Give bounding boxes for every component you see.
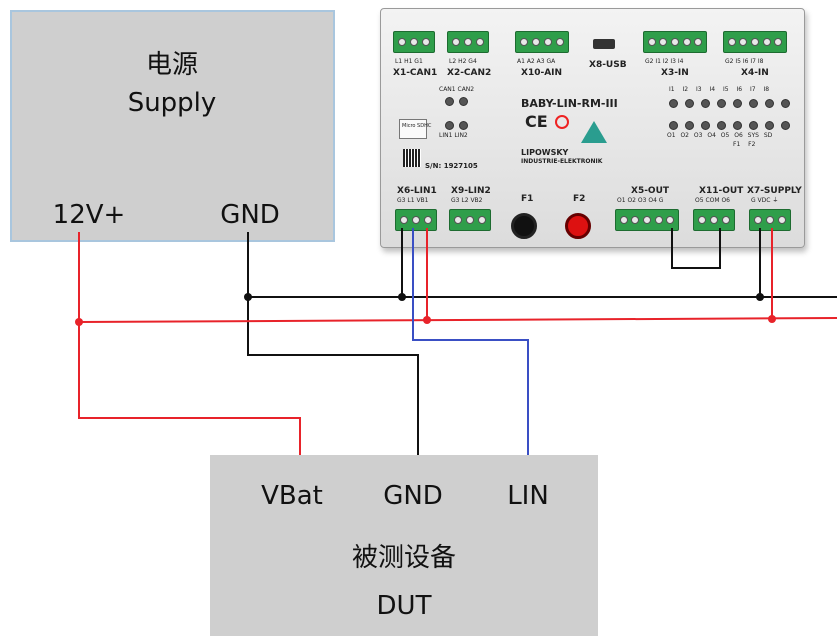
brand-name: LIPOWSKY [521, 148, 569, 157]
in-led [685, 99, 694, 108]
connector-x9-lin2 [449, 209, 491, 231]
input-led-labels: I1 I2 I3 I4 I5 I6 I7 I8 [669, 86, 770, 93]
x2-label: X2-CAN2 [447, 68, 492, 78]
lipowsky-logo-icon [581, 121, 607, 143]
x6-pins: G3 L1 VB1 [397, 197, 429, 204]
junction-dot [398, 293, 406, 301]
x1-label: X1-CAN1 [393, 68, 438, 78]
junction-dot [423, 316, 431, 324]
x6-label: X6-LIN1 [397, 186, 437, 196]
in-led [765, 99, 774, 108]
can2-led [459, 97, 468, 106]
x1-pins: L1 H1 G1 [395, 58, 423, 65]
x9-label: X9-LIN2 [451, 186, 491, 196]
lin1-led [445, 121, 454, 130]
x4-label: X4-IN [741, 68, 769, 78]
power-supply-box: 电源 Supply 12V+ GND [10, 10, 335, 242]
x10-pins: A1 A2 A3 GA [517, 58, 556, 65]
fuse-f2-icon [565, 213, 591, 239]
qr-code-icon [403, 149, 421, 167]
x7-label: X7-SUPPLY [747, 186, 802, 196]
supply-name-cn: 电源 [145, 50, 199, 80]
dut-pin-gnd: GND [383, 481, 443, 511]
ce-mark-icon: C​E [525, 112, 548, 131]
connector-x6-lin1 [395, 209, 437, 231]
x8-label: X8-USB [589, 60, 627, 70]
power-wire-supply [78, 232, 301, 455]
out-led [765, 121, 774, 130]
fuse-led-labels: F1 F2 [733, 141, 756, 148]
connector-x7-supply [749, 209, 791, 231]
fuse-f1-icon [511, 213, 537, 239]
fuse2-label: F2 [573, 194, 586, 204]
supply-name-en: Supply [127, 88, 217, 118]
out-led [717, 121, 726, 130]
in-led [781, 99, 790, 108]
brand-subtitle: INDUSTRIE-ELEKTRONIK [521, 158, 603, 165]
out-led [749, 121, 758, 130]
out-led [781, 121, 790, 130]
lin-led-labels: LIN1 LIN2 [439, 132, 468, 139]
x2-pins: L2 H2 G4 [449, 58, 477, 65]
lin2-led [459, 121, 468, 130]
x11-label: X11-OUT [699, 186, 744, 196]
in-led [733, 99, 742, 108]
out-led [701, 121, 710, 130]
junction-dot [244, 293, 252, 301]
supply-terminal-gnd: GND [220, 200, 280, 230]
output-led-labels: O1 O2 O3 O4 O5 O6 SYS SD [667, 132, 773, 139]
jumper-wire [671, 228, 721, 269]
out-led [733, 121, 742, 130]
out-led [685, 121, 694, 130]
sd-card-slot: Micro SDHC [399, 119, 431, 139]
x3-pins: G2 I1 I2 I3 I4 [645, 58, 684, 65]
power-bus-wire [78, 317, 837, 323]
x5-pins: O1 O2 O3 O4 G [617, 197, 664, 204]
in-led [717, 99, 726, 108]
x11-pins: O5 COM O6 [695, 197, 730, 204]
out-led [669, 121, 678, 130]
junction-dot [75, 318, 83, 326]
dut-box: VBat GND LIN 被测设备 DUT [210, 455, 598, 636]
device-model: BABY-LIN-RM-III [521, 97, 618, 110]
connector-x1-can1 [393, 31, 435, 53]
serial-number: S/N: 1927105 [425, 162, 478, 170]
dut-name-en: DUT [376, 591, 432, 621]
connector-x4-in [723, 31, 787, 53]
lin-wire [412, 228, 529, 455]
dut-pin-lin: LIN [507, 481, 549, 511]
x3-label: X3-IN [661, 68, 689, 78]
connector-x11-out [693, 209, 735, 231]
in-led [669, 99, 678, 108]
x10-label: X10-AIN [521, 68, 563, 78]
connector-x10-ain [515, 31, 569, 53]
fuse1-label: F1 [521, 194, 534, 204]
x7-pins: G VDC ⏚ [751, 197, 779, 204]
dut-pin-vbat: VBat [261, 481, 323, 511]
in-led [701, 99, 710, 108]
in-led [749, 99, 758, 108]
baby-lin-device: L1 H1 G1 X1-CAN1 L2 H2 G4 X2-CAN2 A1 A2 … [380, 8, 805, 248]
certification-icon [555, 115, 569, 129]
connector-x5-out [615, 209, 679, 231]
usb-port-icon [593, 39, 615, 49]
ground-wire-supply [247, 232, 419, 455]
x4-pins: G2 I5 I6 I7 I8 [725, 58, 764, 65]
x9-pins: G3 L2 VB2 [451, 197, 483, 204]
connector-x3-in [643, 31, 707, 53]
junction-dot [768, 315, 776, 323]
can1-led [445, 97, 454, 106]
x5-label: X5-OUT [631, 186, 670, 196]
junction-dot [756, 293, 764, 301]
supply-terminal-12v: 12V+ [52, 200, 126, 230]
can-led-labels: CAN1 CAN2 [439, 86, 475, 93]
connector-x2-can2 [447, 31, 489, 53]
dut-name-cn: 被测设备 [351, 543, 457, 573]
